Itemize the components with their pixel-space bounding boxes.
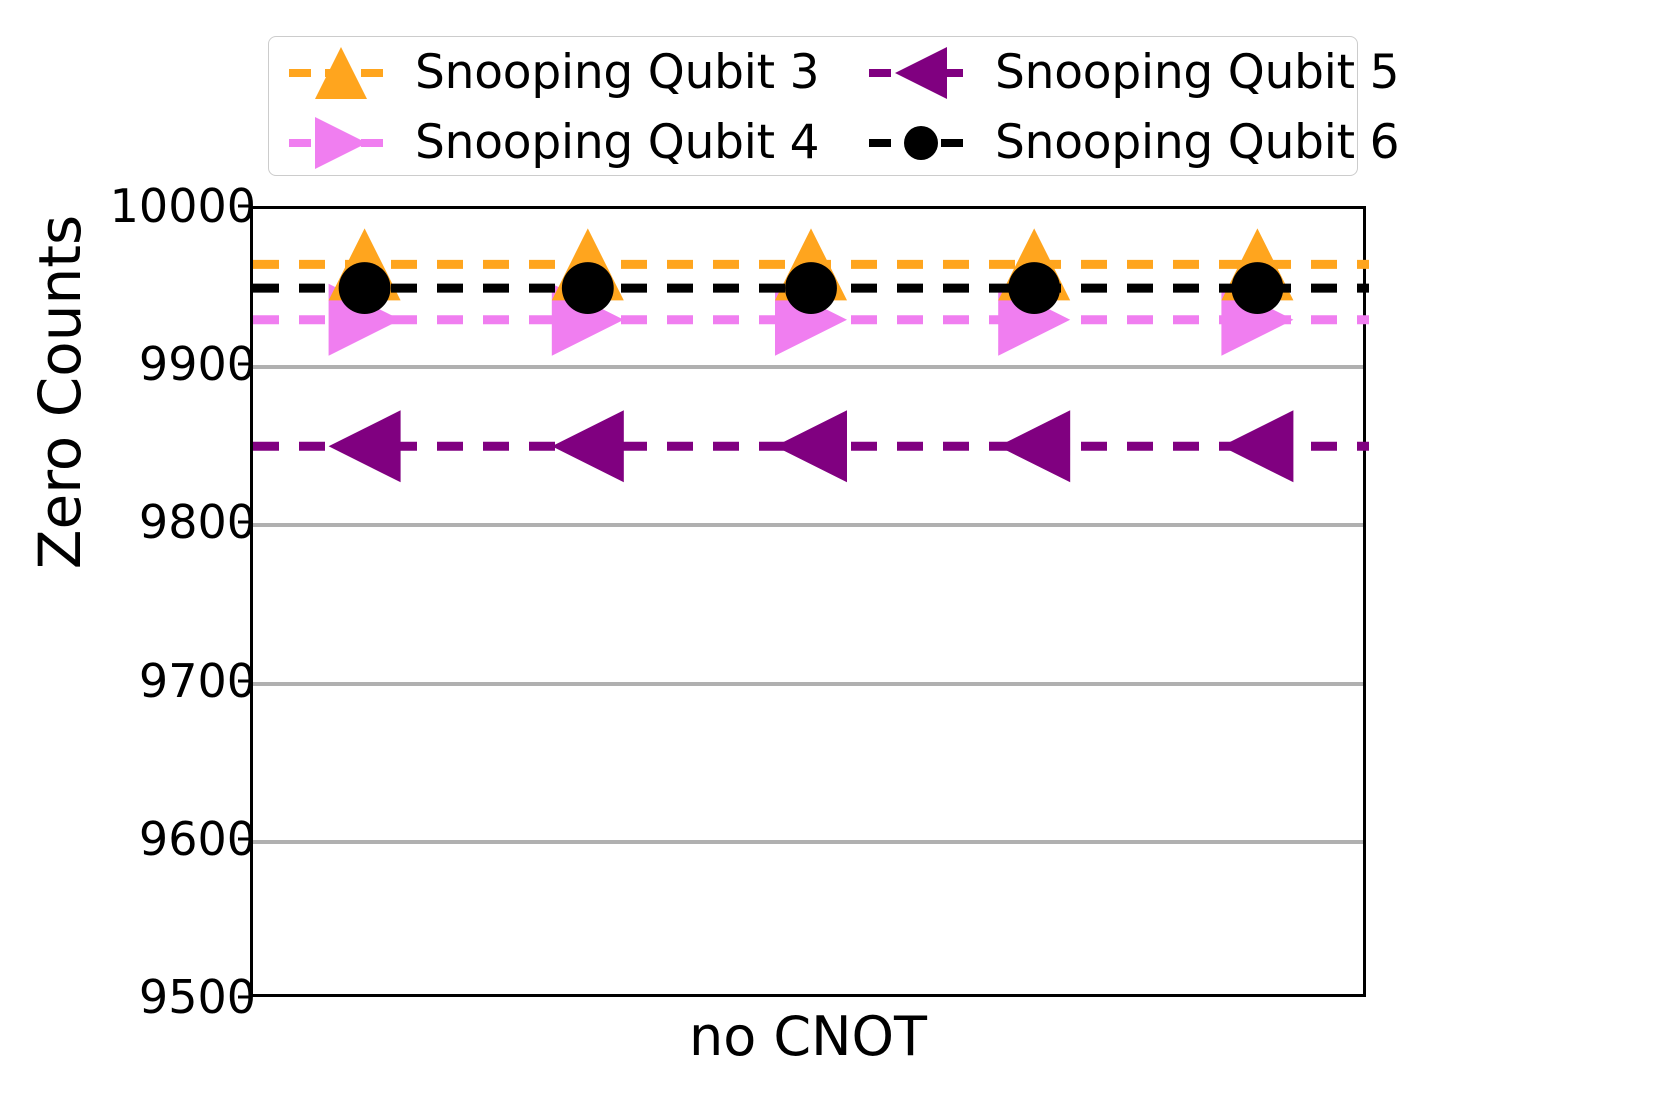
- data-point-marker: [328, 283, 401, 356]
- y-tick-label-9500: 9500: [138, 970, 256, 1024]
- data-point-marker: [1008, 262, 1061, 315]
- data-point-marker: [775, 283, 847, 356]
- data-point-marker: [328, 228, 401, 301]
- y-tick-label-10000: 10000: [109, 179, 256, 233]
- y-tick-mark-9600: [238, 837, 252, 841]
- data-point-marker: [328, 410, 401, 483]
- data-point-marker: [1221, 410, 1294, 483]
- x-axis-tick-label: no CNOT: [688, 1005, 928, 1068]
- chart-legend: Snooping Qubit 3 Snooping Qubit 5 Snoopi…: [268, 36, 1400, 177]
- data-point-marker: [775, 410, 847, 483]
- data-point-marker: [1221, 283, 1294, 356]
- legend-marker-triangle-right-icon: [289, 117, 393, 169]
- data-point-marker: [551, 228, 624, 301]
- legend-sample-2: [287, 112, 395, 172]
- y-tick-mark-9900: [238, 362, 252, 366]
- legend-sample-1: [867, 42, 975, 102]
- y-tick-mark-9500: [238, 995, 252, 999]
- data-point-marker: [551, 283, 624, 356]
- plot-area: [250, 206, 1369, 997]
- legend-label-0: Snooping Qubit 3: [415, 44, 820, 100]
- data-point-marker: [785, 262, 837, 315]
- series-snooping-qubit-6: [253, 262, 1369, 315]
- legend-sample-0: [287, 42, 395, 102]
- y-tick-label-9800: 9800: [138, 495, 256, 550]
- y-tick-mark-9700: [238, 679, 252, 683]
- legend-entry-snooping-qubit-4[interactable]: Snooping Qubit 4: [269, 107, 849, 177]
- legend-marker-triangle-up-icon: [289, 47, 393, 99]
- data-point-marker: [338, 262, 391, 315]
- series-snooping-qubit-5: [253, 410, 1369, 483]
- data-point-marker: [998, 283, 1071, 356]
- data-point-marker: [1221, 228, 1294, 301]
- y-tick-label-9600: 9600: [138, 811, 256, 866]
- legend-label-1: Snooping Qubit 5: [995, 44, 1400, 100]
- data-point-marker: [998, 410, 1071, 483]
- gridline-9900: [253, 365, 1363, 370]
- legend-entry-snooping-qubit-5[interactable]: Snooping Qubit 5: [849, 37, 1400, 107]
- legend-label-3: Snooping Qubit 6: [995, 114, 1400, 170]
- data-point-marker: [561, 262, 614, 315]
- data-point-marker: [775, 228, 847, 301]
- data-series-layer: [253, 228, 1369, 483]
- legend-marker-triangle-left-icon: [869, 47, 973, 99]
- y-tick-label-9900: 9900: [138, 337, 256, 392]
- legend-entry-snooping-qubit-3[interactable]: Snooping Qubit 3: [269, 37, 849, 107]
- y-tick-mark-9800: [238, 520, 252, 524]
- legend-marker-circle-icon: [869, 126, 973, 160]
- plot-inner: [253, 209, 1369, 994]
- gridline-9700: [253, 681, 1363, 686]
- series-snooping-qubit-4: [253, 283, 1369, 356]
- y-axis-title: Zero Counts: [26, 214, 94, 570]
- data-point-marker: [551, 410, 624, 483]
- gridline-9600: [253, 839, 1363, 844]
- gridline-9800: [253, 523, 1363, 528]
- data-point-marker: [998, 228, 1071, 301]
- series-snooping-qubit-3: [253, 228, 1369, 301]
- legend-entry-snooping-qubit-6[interactable]: Snooping Qubit 6: [849, 107, 1400, 177]
- legend-label-2: Snooping Qubit 4: [415, 114, 820, 170]
- legend-sample-3: [867, 112, 975, 172]
- y-tick-mark-10000: [238, 204, 252, 208]
- y-tick-label-9700: 9700: [138, 653, 256, 708]
- data-point-marker: [1231, 262, 1284, 315]
